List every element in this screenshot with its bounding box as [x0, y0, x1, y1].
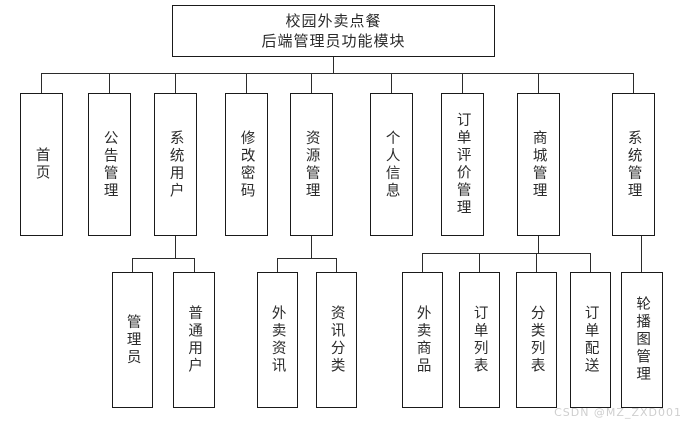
connector-mall-stem: [538, 236, 539, 253]
node-label: 商城管理: [530, 129, 547, 200]
connector-mall-child-2: [479, 253, 480, 272]
connector-drop-4: [246, 73, 247, 93]
connector-mall-child-4: [590, 253, 591, 272]
connector-drop-2: [109, 73, 110, 93]
watermark: CSDN @MZ_ZXD001: [554, 406, 682, 419]
node-level3-normal-user: 普通用户: [173, 272, 215, 408]
node-label: 订单配送: [582, 305, 599, 375]
node-level3-takeout-news: 外卖资讯: [257, 272, 298, 408]
connector-drop-1: [41, 73, 42, 93]
node-label: 分类列表: [528, 305, 545, 375]
connector-resource-child-1: [277, 258, 278, 272]
connector-root-stem: [333, 57, 334, 73]
node-label: 个人信息: [383, 129, 400, 200]
node-label: 系统用户: [167, 129, 184, 200]
node-label: 管理员: [124, 313, 141, 367]
node-label: 普通用户: [186, 305, 203, 375]
node-level2-mall-management: 商城管理: [517, 93, 560, 236]
node-label: 轮播图管理: [634, 296, 651, 384]
connector-main-bus: [41, 73, 633, 74]
node-level3-carousel-management: 轮播图管理: [621, 272, 663, 408]
connector-drop-9: [633, 73, 634, 93]
connector-drop-5: [311, 73, 312, 93]
connector-resource-child-2: [336, 258, 337, 272]
connector-drop-8: [538, 73, 539, 93]
node-level2-announcement-management: 公告管理: [88, 93, 131, 236]
node-label: 系统管理: [625, 129, 642, 200]
node-level2-order-review-management: 订单评价管理: [441, 93, 484, 236]
root-title-line-1: 校园外卖点餐: [285, 11, 382, 30]
node-label: 公告管理: [101, 129, 118, 200]
node-level2-personal-info: 个人信息: [370, 93, 413, 236]
connector-resource-bus: [277, 258, 336, 259]
node-level2-resource-management: 资源管理: [290, 93, 333, 236]
node-level3-category-list: 分类列表: [516, 272, 557, 408]
node-label: 资源管理: [303, 129, 320, 200]
connector-system-users-stem: [175, 236, 176, 258]
node-level2-system-users: 系统用户: [154, 93, 197, 236]
connector-mall-child-1: [422, 253, 423, 272]
node-level2-change-password: 修改密码: [225, 93, 268, 236]
connector-mall-bus: [422, 253, 590, 254]
connector-system-users-child-2: [194, 258, 195, 272]
connector-drop-3: [175, 73, 176, 93]
node-level2-home: 首页: [20, 93, 63, 236]
connector-mall-child-3: [536, 253, 537, 272]
connector-drop-6: [391, 73, 392, 93]
connector-resource-stem: [311, 236, 312, 258]
node-root: 校园外卖点餐 后端管理员功能模块: [172, 5, 495, 57]
node-label: 订单评价管理: [454, 112, 471, 217]
root-title-line-2: 后端管理员功能模块: [261, 32, 406, 50]
node-label: 外卖商品: [414, 305, 431, 375]
node-label: 订单列表: [471, 305, 488, 375]
connector-drop-7: [462, 73, 463, 93]
node-label: 首页: [33, 147, 50, 182]
connector-system-management-child: [641, 236, 642, 272]
node-label: 外卖资讯: [269, 305, 286, 375]
node-level2-system-management: 系统管理: [612, 93, 655, 236]
node-level3-news-category: 资讯分类: [316, 272, 357, 408]
connector-system-users-bus: [132, 258, 195, 259]
node-label: 修改密码: [238, 129, 255, 200]
node-level3-order-list: 订单列表: [459, 272, 500, 408]
node-level3-administrator: 管理员: [112, 272, 153, 408]
node-level3-order-delivery: 订单配送: [570, 272, 611, 408]
node-label: 资讯分类: [328, 305, 345, 375]
node-level3-takeout-products: 外卖商品: [402, 272, 443, 408]
connector-system-users-child-1: [132, 258, 133, 272]
